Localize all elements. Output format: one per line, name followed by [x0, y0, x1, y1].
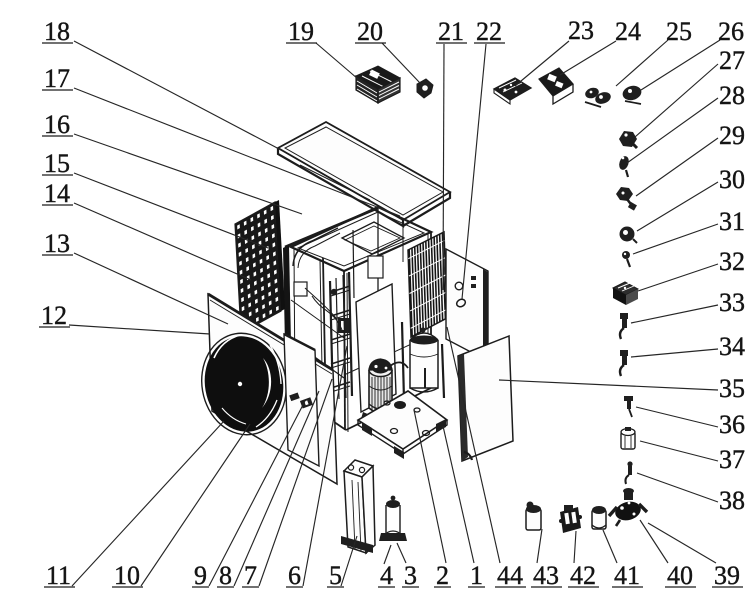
- svg-text:26: 26: [718, 17, 744, 46]
- svg-text:6: 6: [288, 561, 301, 590]
- svg-text:38: 38: [719, 486, 745, 515]
- svg-text:27: 27: [719, 46, 745, 75]
- svg-text:33: 33: [719, 288, 745, 317]
- svg-text:19: 19: [288, 17, 314, 46]
- svg-text:24: 24: [615, 17, 641, 46]
- svg-text:40: 40: [667, 561, 693, 590]
- svg-text:29: 29: [719, 121, 745, 150]
- svg-text:36: 36: [719, 410, 745, 439]
- svg-text:7: 7: [244, 561, 257, 590]
- svg-text:3: 3: [404, 561, 417, 590]
- svg-text:2: 2: [436, 561, 449, 590]
- svg-text:37: 37: [719, 445, 745, 474]
- svg-text:10: 10: [114, 561, 140, 590]
- svg-text:31: 31: [719, 207, 745, 236]
- svg-text:12: 12: [41, 301, 67, 330]
- svg-text:13: 13: [44, 229, 70, 258]
- svg-text:39: 39: [714, 561, 740, 590]
- svg-text:44: 44: [497, 561, 523, 590]
- svg-text:18: 18: [44, 17, 70, 46]
- svg-text:14: 14: [44, 179, 70, 208]
- svg-text:9: 9: [194, 561, 207, 590]
- svg-text:34: 34: [719, 332, 745, 361]
- svg-text:20: 20: [357, 17, 383, 46]
- svg-text:43: 43: [533, 561, 559, 590]
- svg-text:16: 16: [44, 110, 70, 139]
- svg-text:22: 22: [476, 17, 502, 46]
- svg-text:35: 35: [719, 374, 745, 403]
- svg-text:28: 28: [719, 81, 745, 110]
- svg-text:8: 8: [219, 561, 232, 590]
- svg-text:25: 25: [666, 17, 692, 46]
- svg-text:4: 4: [380, 561, 393, 590]
- svg-text:1: 1: [470, 561, 483, 590]
- svg-text:41: 41: [614, 561, 640, 590]
- svg-text:11: 11: [46, 561, 71, 590]
- svg-text:42: 42: [570, 561, 596, 590]
- svg-text:23: 23: [568, 16, 594, 45]
- svg-text:15: 15: [44, 149, 70, 178]
- svg-text:32: 32: [719, 247, 745, 276]
- svg-text:21: 21: [438, 17, 464, 46]
- svg-text:30: 30: [719, 165, 745, 194]
- svg-text:5: 5: [329, 561, 342, 590]
- svg-text:17: 17: [44, 64, 70, 93]
